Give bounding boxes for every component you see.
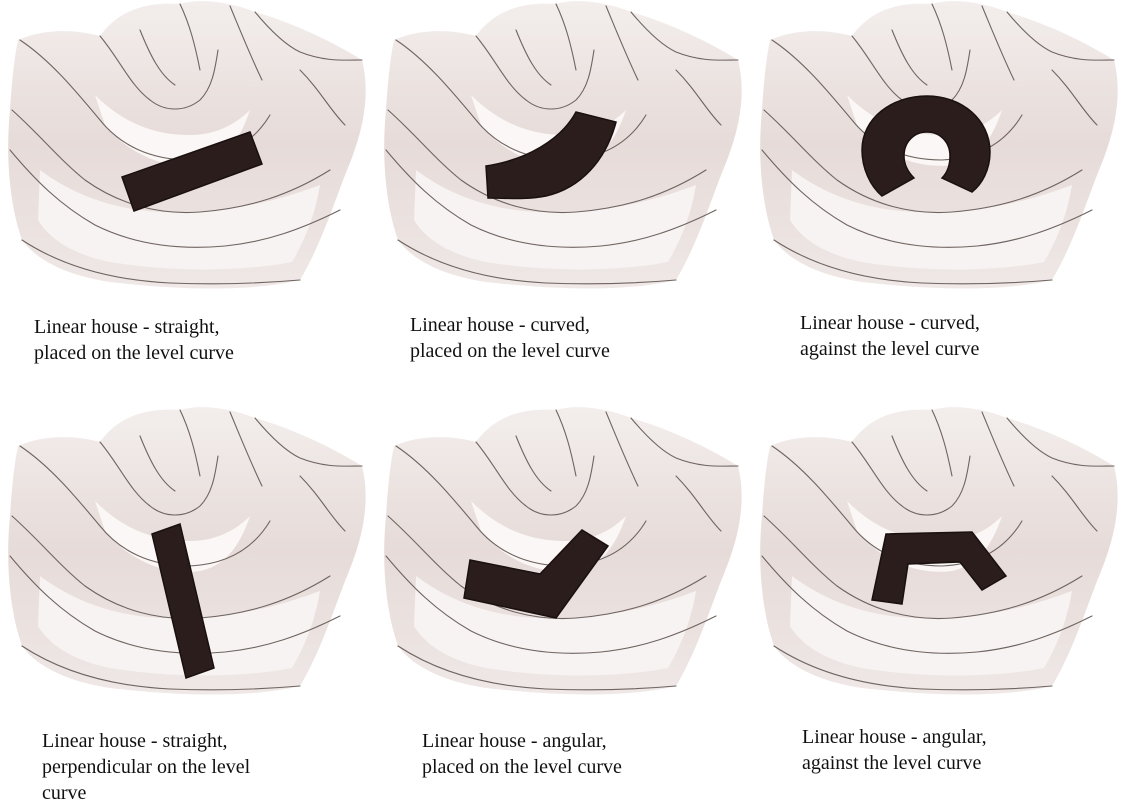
caption-line-1: Linear house - straight, [34,314,234,340]
panel-curved-against: Linear house - curved, against the level… [752,0,1128,405]
terrain-sketch [376,0,752,300]
caption: Linear house - curved, against the level… [800,310,980,362]
caption-line-1: Linear house - curved, [800,310,980,336]
terrain-sketch [752,0,1128,300]
terrain-sketch [0,406,376,706]
caption: Linear house - straight, placed on the l… [34,314,234,366]
caption-line-1: Linear house - angular, [422,728,622,754]
caption-line-3: curve [42,780,250,806]
caption: Linear house - straight, perpendicular o… [42,728,250,806]
caption-line-1: Linear house - angular, [802,724,987,750]
caption-line-1: Linear house - curved, [410,312,610,338]
caption-line-2: placed on the level curve [34,340,234,366]
terrain-sketch [0,0,376,300]
terrain-sketch [752,406,1128,706]
panel-angular-along: Linear house - angular, placed on the le… [376,406,752,811]
caption: Linear house - curved, placed on the lev… [410,312,610,364]
panel-straight-perpendicular: Linear house - straight, perpendicular o… [0,406,376,811]
caption: Linear house - angular, against the leve… [802,724,987,776]
caption-line-2: placed on the level curve [410,338,610,364]
caption-line-2: perpendicular on the level [42,754,250,780]
caption: Linear house - angular, placed on the le… [422,728,622,780]
panel-angular-against: Linear house - angular, against the leve… [752,406,1128,811]
caption-line-2: placed on the level curve [422,754,622,780]
panel-curved-along: Linear house - curved, placed on the lev… [376,0,752,405]
panel-straight-along: Linear house - straight, placed on the l… [0,0,376,405]
caption-line-2: against the level curve [800,336,980,362]
caption-line-2: against the level curve [802,750,987,776]
caption-line-1: Linear house - straight, [42,728,250,754]
terrain-sketch [376,406,752,706]
